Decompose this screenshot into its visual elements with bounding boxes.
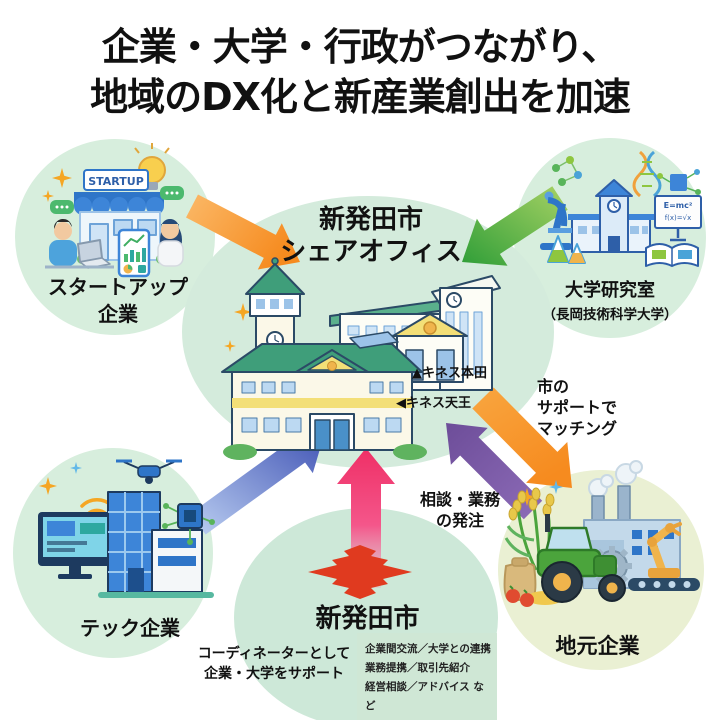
city-role-text: コーディネーターとして 企業・大学をサポート <box>197 646 351 682</box>
matching-annotation: 市の サポートで マッチング <box>537 377 618 438</box>
university-sublabel: （長岡技術科学大学） <box>542 307 678 323</box>
arrow-center-to-local <box>472 387 572 488</box>
arrow-tech-to-center <box>190 430 325 535</box>
person-icon <box>49 218 77 266</box>
arrow-university-to-center <box>462 186 568 266</box>
sparkle-icon <box>70 462 82 474</box>
building-label-kiness-tenno: ◀キネス天王 <box>396 396 471 411</box>
molecule-icon <box>552 156 582 186</box>
sparkle-icon <box>42 190 54 202</box>
services-line: 経営相談／アドバイス など <box>365 681 484 712</box>
microscope-icon <box>540 191 572 250</box>
services-box: 企業間交流／大学との連携 業務提携／取引先紹介 経営相談／アドバイス など <box>357 633 497 720</box>
sparkle-icon <box>39 477 57 495</box>
smoke-icon <box>600 474 614 488</box>
sparkle-icon <box>224 340 236 352</box>
tech-label: テック企業 <box>80 616 180 640</box>
share-office-buildings-icon <box>221 257 501 460</box>
local-label: 地元企業 <box>555 634 640 658</box>
dna-icon <box>632 150 662 198</box>
svg-text:f(x)=√x: f(x)=√x <box>665 214 692 222</box>
network-chip-icon <box>657 169 701 195</box>
office-building-icon <box>98 491 214 598</box>
arrow-startup-to-center <box>186 194 300 270</box>
main-title-line2: 地域のDX化と新産業創出を加速 <box>90 75 631 119</box>
sack-icon <box>503 557 563 607</box>
svg-text:E=mc²: E=mc² <box>664 201 693 210</box>
main-title-line1: 企業・大学・行政がつながり、 <box>101 25 619 69</box>
smoke-icon <box>629 460 643 474</box>
whiteboard-icon: E=mc² f(x)=√x <box>654 195 702 242</box>
building-label-kiness-honda: ▲キネス本田 <box>412 366 487 381</box>
startup-label: スタートアップ 企業 <box>48 275 188 326</box>
flask-icon <box>547 235 586 264</box>
sparkle-icon <box>52 168 72 188</box>
speech-bubble-icon <box>50 200 74 214</box>
drone-icon <box>116 459 182 484</box>
monitor-icon <box>38 512 114 579</box>
university-illustration: E=mc² f(x)=√x <box>540 150 702 267</box>
tractor-icon <box>536 514 626 603</box>
share-office-title: 新発田市 シェアオフィス <box>280 205 462 267</box>
open-book-icon <box>645 243 699 267</box>
tech-illustration <box>38 459 215 598</box>
city-label: 新発田市 <box>315 604 420 634</box>
startup-sign-text: STARTUP <box>88 175 144 188</box>
startup-illustration: STARTUP <box>42 143 184 278</box>
services-line: 業務提携／取引先紹介 <box>365 662 470 674</box>
university-building-icon <box>568 179 654 253</box>
main-title: 企業・大学・行政がつながり、 地域のDX化と新産業創出を加速 <box>0 22 720 122</box>
robot-arm-icon <box>647 522 682 578</box>
person-icon <box>157 219 184 267</box>
sparkle-icon <box>234 303 252 321</box>
services-line: 企業間交流／大学との連携 <box>365 643 491 655</box>
phone-chart-icon <box>117 228 151 278</box>
local-illustration <box>503 460 700 607</box>
university-label: 大学研究室 （長岡技術科学大学） <box>505 279 715 327</box>
sparkle-icon <box>518 488 536 506</box>
order-annotation: 相談・業務 の発注 <box>419 490 500 530</box>
building-kiness-tenno <box>221 257 427 460</box>
speech-bubble-icon <box>160 186 184 200</box>
conveyor-icon <box>628 578 700 591</box>
chip-icon <box>162 503 215 545</box>
shibata-city-crest-icon <box>308 545 412 599</box>
sparkle-icon <box>549 480 563 494</box>
